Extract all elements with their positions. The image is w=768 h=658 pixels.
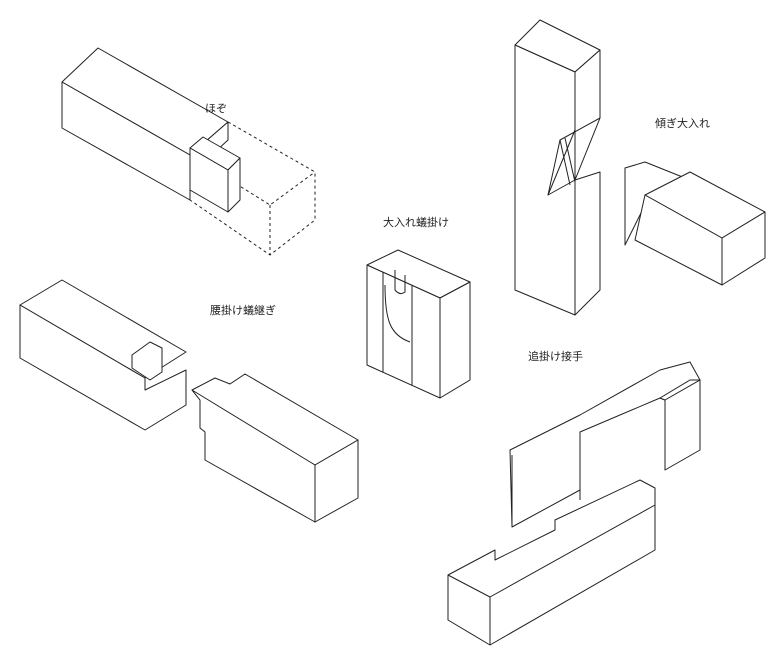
label-kagi-oire: 傾ぎ大入れ: [655, 117, 710, 130]
label-hozo: ほぞ: [205, 102, 227, 115]
label-koshikake-aritsugi: 腰掛け蟻継ぎ: [210, 304, 276, 317]
oire-arikake-drawing: [366, 249, 471, 399]
kagi-oire-drawing: [514, 19, 766, 316]
hozo-joint-drawing: [61, 47, 316, 256]
label-oire-arikake: 大入れ蟻掛け: [383, 216, 449, 229]
label-okkake-tsugite: 追掛け接手: [528, 350, 583, 363]
koshikake-aritsugi-drawing: [19, 279, 359, 523]
okkake-tsugite-drawing: [447, 361, 701, 646]
